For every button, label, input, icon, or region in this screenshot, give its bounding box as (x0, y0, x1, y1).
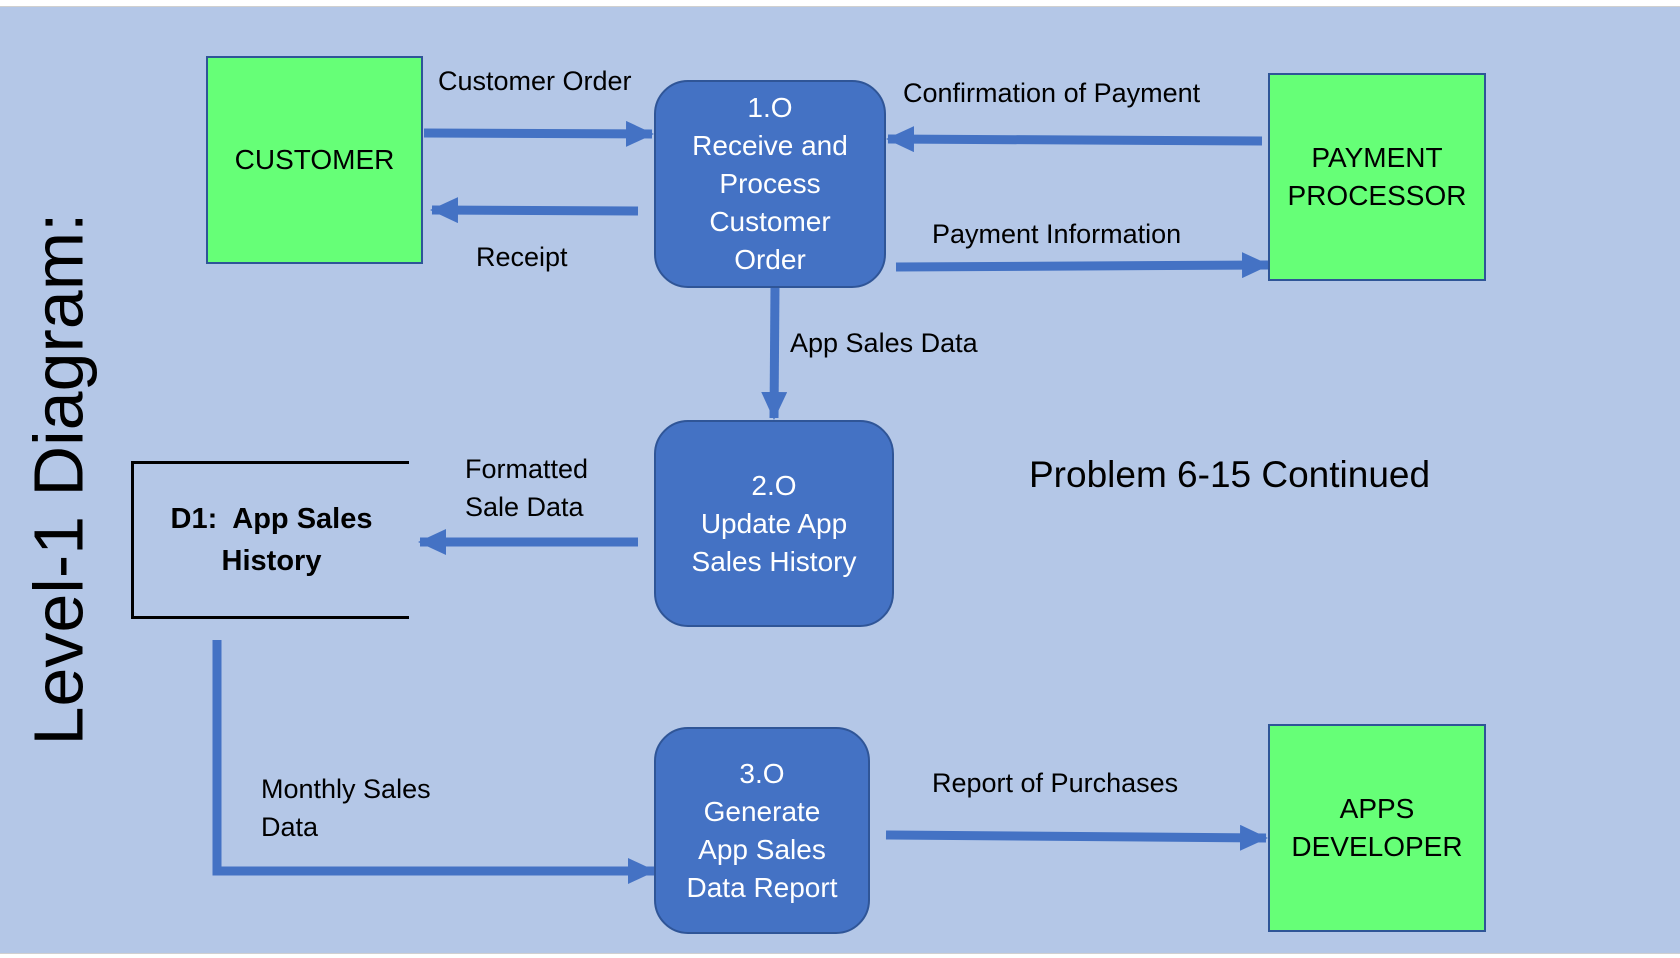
flow-label-monthly-sales-data: Monthly Sales Data (261, 770, 431, 846)
process-2-update-app-sales-history: 2.O Update App Sales History (654, 420, 894, 627)
process-3-line-2: Generate (703, 795, 821, 827)
apps-developer-label-line-2: DEVELOPER (1291, 831, 1463, 862)
problem-label: Problem 6-15 Continued (1029, 454, 1431, 495)
flow-label-app-sales-data: App Sales Data (790, 328, 978, 358)
arrow-receipt (430, 197, 639, 224)
flow-label-customer-order: Customer Order (438, 66, 632, 96)
payment-processor-label-line-2: PROCESSOR (1287, 180, 1467, 211)
arrow-customer-order (423, 120, 654, 147)
process-3-line-4: Data Report (686, 871, 838, 903)
data-store-line-1: D1: App Sales (170, 503, 373, 535)
apps-developer-label-line-1: APPS (1339, 793, 1415, 824)
process-3-line-1: 3.O (739, 757, 785, 789)
flow-label-formatted-sale-data: Formatted Sale Data (465, 450, 588, 526)
arrow-confirmation-of-payment (886, 126, 1263, 153)
process-1-receive-and-process-order: 1.O Receive and Process Customer Order (654, 80, 886, 288)
diagram-title: Level-1 Diagram: (19, 212, 97, 746)
flow-label-confirmation-of-payment: Confirmation of Payment (903, 78, 1201, 108)
monthly-sales-data-line-2: Data (261, 812, 319, 842)
process-1-line-1: 1.O (747, 92, 793, 123)
process-3-generate-report: 3.O Generate App Sales Data Report (654, 727, 870, 934)
process-1-line-3: Process (719, 168, 821, 199)
customer-entity: CUSTOMER (206, 56, 423, 264)
process-1-line-4: Customer (709, 206, 831, 237)
data-store-d1: D1: App Sales History (131, 461, 409, 619)
process-2-line-3: Sales History (691, 545, 857, 577)
formatted-sale-data-line-2: Sale Data (465, 492, 584, 522)
formatted-sale-data-line-1: Formatted (465, 454, 589, 484)
customer-entity-label: CUSTOMER (234, 144, 395, 175)
monthly-sales-data-line-1: Monthly Sales (261, 774, 431, 804)
payment-processor-entity: PAYMENT PROCESSOR (1268, 73, 1486, 281)
arrow-payment-information (895, 252, 1270, 279)
process-3-line-3: App Sales (698, 833, 826, 865)
process-1-line-2: Receive and (692, 130, 848, 161)
payment-processor-label-line-1: PAYMENT (1311, 142, 1443, 173)
process-2-line-2: Update App (700, 507, 848, 539)
arrow-app-sales-data (761, 285, 788, 420)
data-store-line-2: History (221, 545, 322, 577)
process-1-line-5: Order (734, 244, 806, 275)
apps-developer-entity: APPS DEVELOPER (1268, 724, 1486, 932)
process-2-line-1: 2.O (751, 469, 797, 501)
flow-label-report-of-purchases: Report of Purchases (932, 768, 1179, 798)
flow-label-payment-information: Payment Information (932, 219, 1182, 249)
arrow-monthly-sales-data (212, 640, 656, 884)
arrow-report-of-purchases (885, 824, 1268, 851)
flow-label-receipt: Receipt (476, 242, 568, 272)
